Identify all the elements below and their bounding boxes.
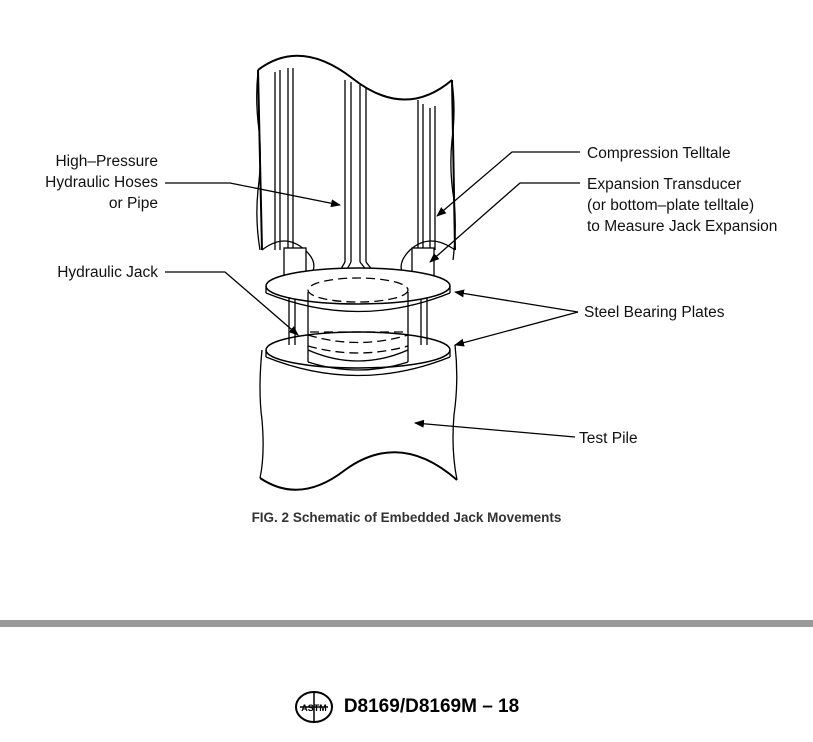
right-telltale-rods xyxy=(411,100,436,345)
lower-pile-segment xyxy=(259,344,458,491)
label-expansion-line-1: Expansion Transducer xyxy=(587,176,741,193)
hydraulic-jack-cylinder xyxy=(307,277,409,371)
left-telltale-rods xyxy=(274,68,307,345)
label-hoses-line-1: High–Pressure xyxy=(55,153,158,170)
label-hoses-line-2: Hydraulic Hoses xyxy=(45,174,158,191)
label-expansion-line-3: to Measure Jack Expansion xyxy=(587,218,777,235)
label-expansion-line-2: (or bottom–plate telltale) xyxy=(587,197,754,214)
lower-bearing-plate xyxy=(265,331,451,377)
document-code: D8169/D8169M – 18 xyxy=(343,696,520,717)
hydraulic-hoses xyxy=(329,80,389,291)
leader-lines xyxy=(165,151,580,438)
label-compression-telltale: Compression Telltale xyxy=(587,145,731,162)
label-hydraulic-hoses: High–Pressure Hydraulic Hoses or Pipe xyxy=(45,153,158,212)
page-divider xyxy=(0,620,813,627)
label-steel-bearing-plates: Steel Bearing Plates xyxy=(584,304,725,321)
page-footer: ASTM D8169/D8169M – 18 xyxy=(0,690,813,724)
figure-caption: FIG. 2 Schematic of Embedded Jack Moveme… xyxy=(251,510,562,525)
label-expansion-transducer: Expansion Transducer (or bottom–plate te… xyxy=(587,176,777,235)
astm-logo-text: ASTM xyxy=(301,703,327,713)
astm-logo-icon: ASTM xyxy=(294,691,333,723)
label-test-pile: Test Pile xyxy=(579,430,638,447)
label-hydraulic-jack: Hydraulic Jack xyxy=(57,264,158,281)
label-hoses-line-3: or Pipe xyxy=(109,195,158,212)
